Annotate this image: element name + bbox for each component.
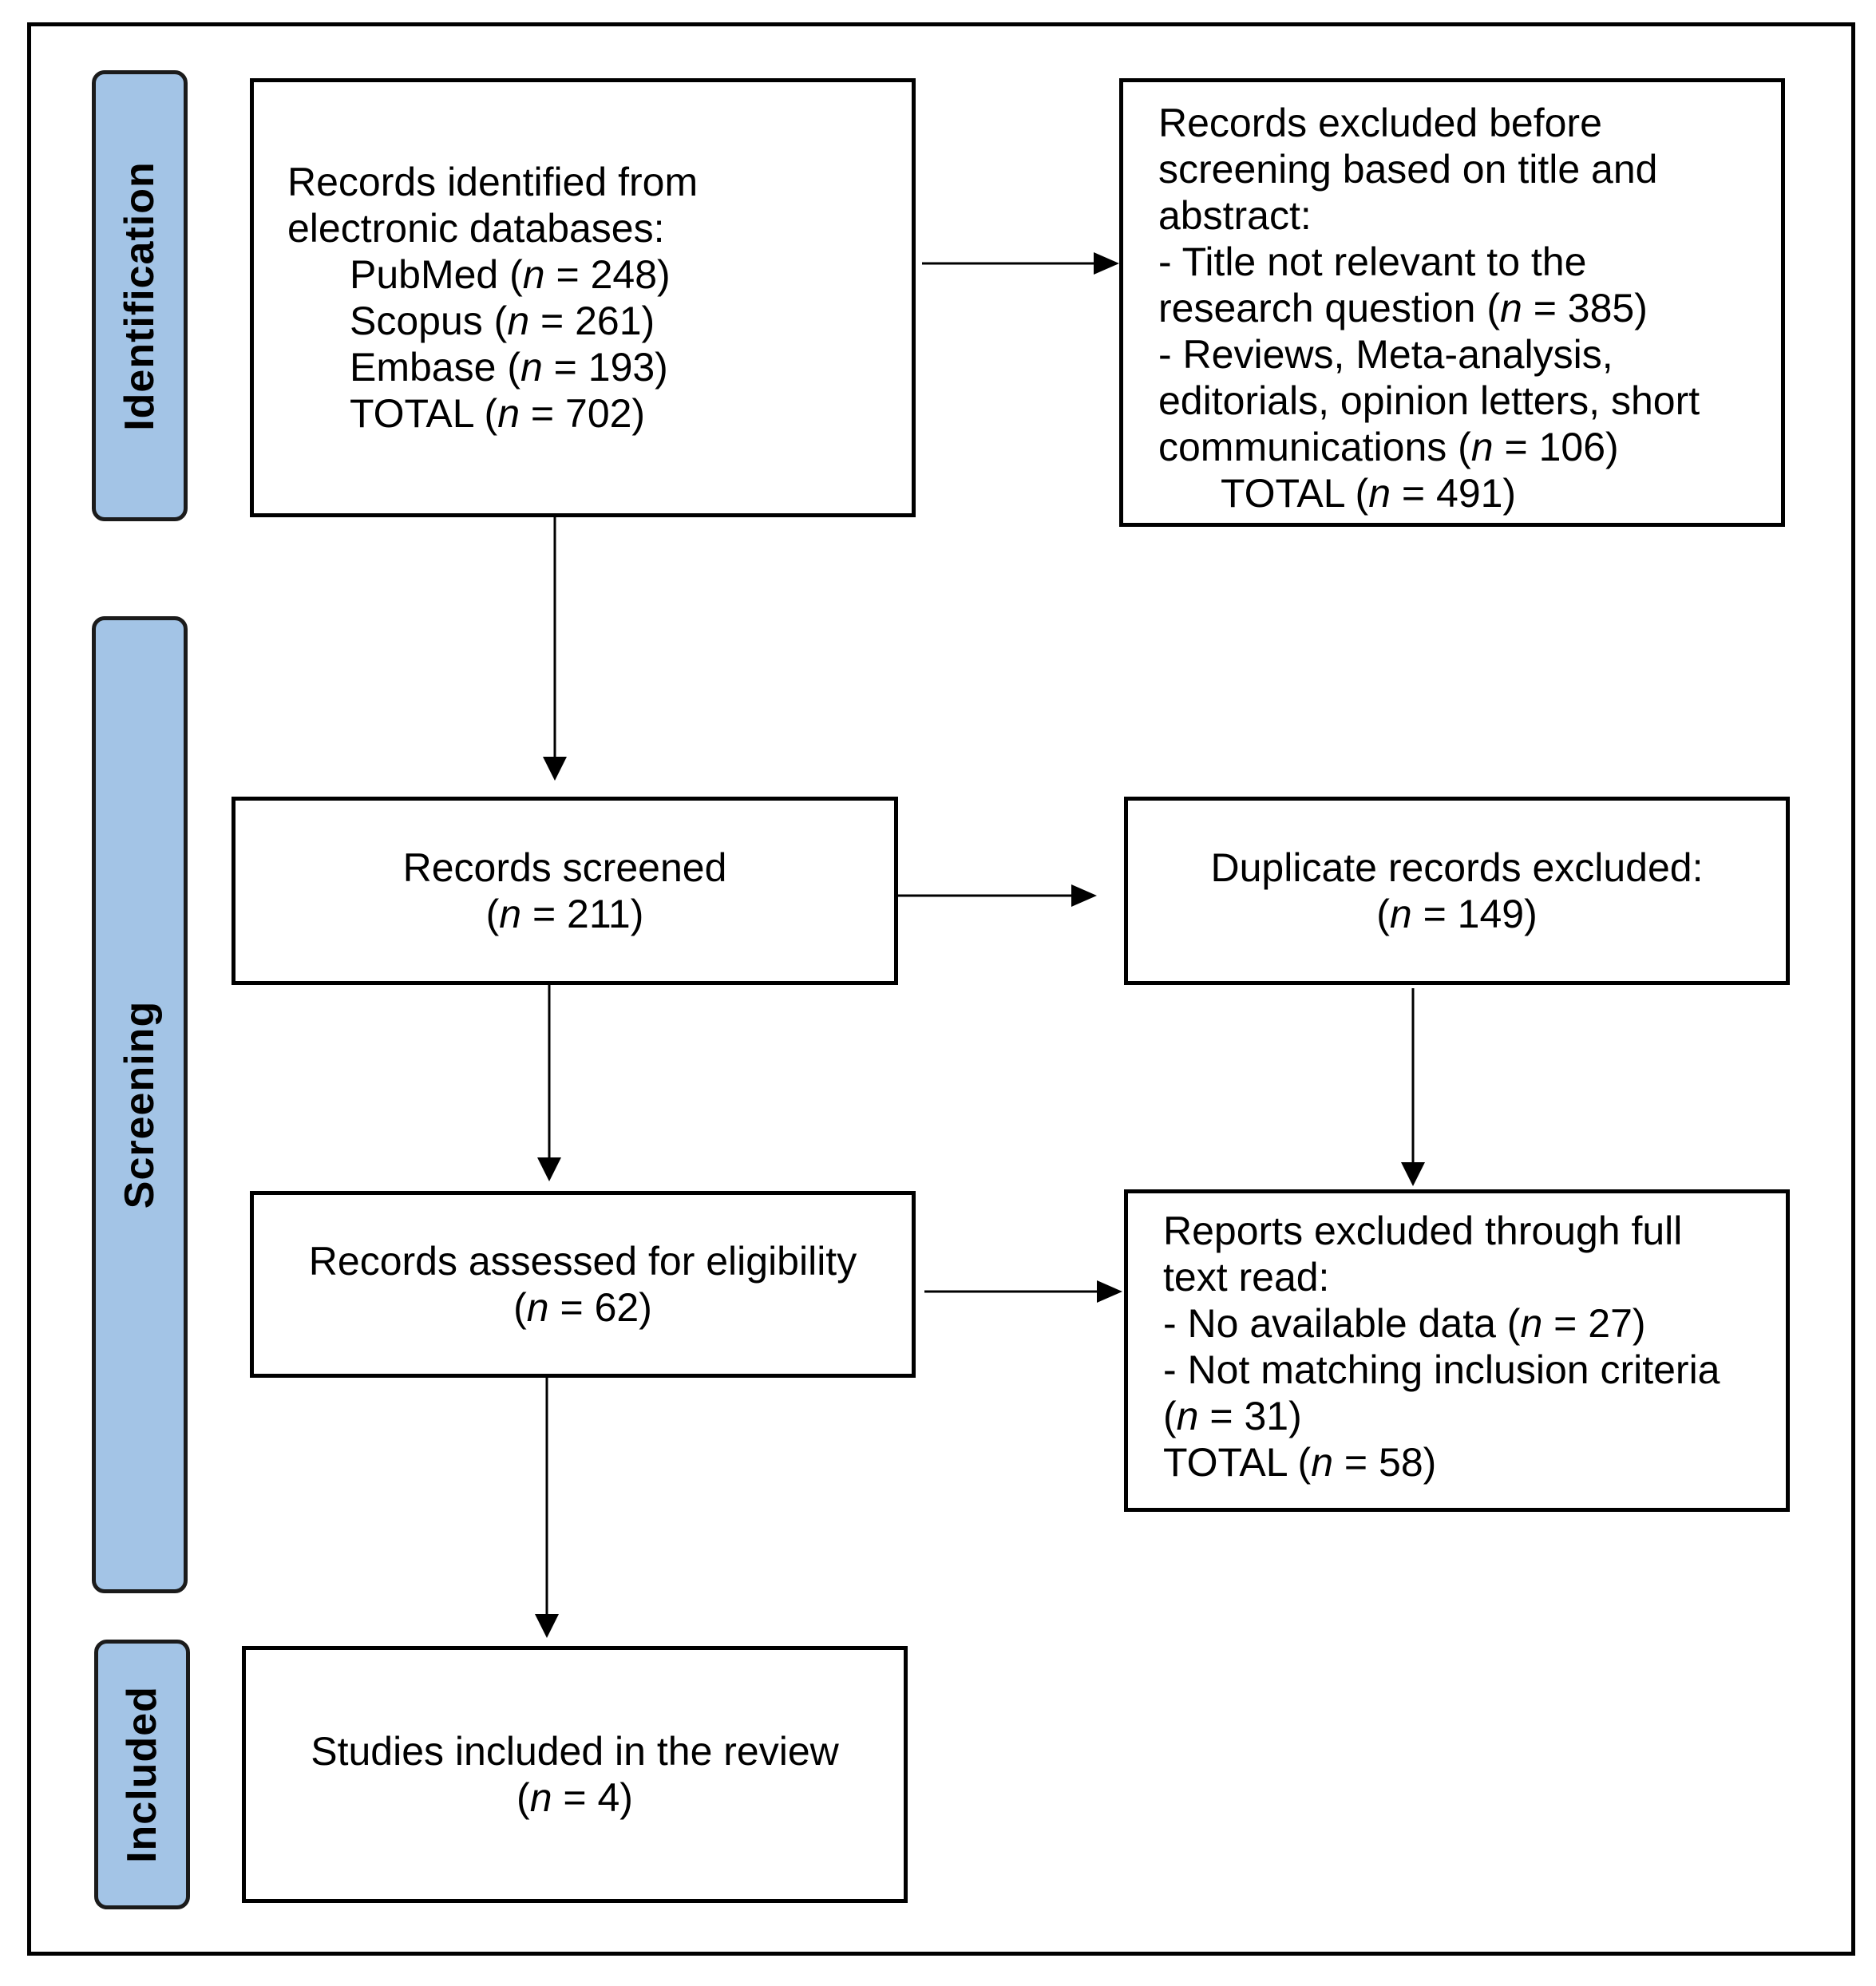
arrowhead-screened-to-assessed: [537, 1157, 561, 1181]
arrowhead-duplicates-to-reports: [1401, 1162, 1425, 1186]
arrowhead-identified-to-excluded: [1094, 252, 1119, 275]
excluded-before-screening-box: Records excluded before screening based …: [1119, 78, 1785, 527]
reports-excluded-line3: - No available data (n = 27): [1163, 1301, 1646, 1346]
assessed-count: (n = 62): [513, 1285, 652, 1330]
records-assessed-box: Records assessed for eligibility (n = 62…: [250, 1191, 916, 1378]
excluded-before-line8: communications (n = 106): [1158, 425, 1619, 469]
reports-excluded-total: TOTAL (n = 58): [1163, 1440, 1437, 1485]
excluded-before-line3: abstract:: [1158, 193, 1312, 238]
reports-excluded-box: Reports excluded through full text read:…: [1124, 1189, 1790, 1512]
phase-identification: Identification: [92, 70, 188, 521]
reports-excluded-line1: Reports excluded through full: [1163, 1209, 1683, 1253]
identified-embase: Embase (n = 193): [350, 345, 668, 390]
reports-excluded-line4: - Not matching inclusion criteria: [1163, 1347, 1720, 1392]
screened-label: Records screened: [402, 845, 727, 890]
arrowhead-identified-to-screened: [543, 757, 567, 781]
duplicates-excluded-box: Duplicate records excluded: (n = 149): [1124, 797, 1790, 985]
phase-screening: Screening: [92, 616, 188, 1593]
excluded-before-line1: Records excluded before: [1158, 101, 1602, 145]
included-label: Studies included in the review: [311, 1729, 839, 1774]
diagram-frame: [27, 22, 1855, 1956]
excluded-before-line4: - Title not relevant to the: [1158, 239, 1587, 284]
reports-excluded-line5: (n = 31): [1163, 1394, 1302, 1438]
arrowhead-assessed-to-included: [535, 1614, 559, 1638]
records-identified-box: Records identified from electronic datab…: [250, 78, 916, 517]
duplicates-count: (n = 149): [1376, 892, 1538, 936]
duplicates-label: Duplicate records excluded:: [1210, 845, 1704, 890]
screened-count: (n = 211): [485, 892, 644, 936]
identified-pubmed: PubMed (n = 248): [350, 252, 671, 297]
identified-line2: electronic databases:: [287, 206, 665, 251]
assessed-label: Records assessed for eligibility: [308, 1239, 857, 1284]
arrowhead-assessed-to-reports: [1097, 1280, 1122, 1303]
records-screened-box: Records screened (n = 211): [232, 797, 898, 985]
included-count: (n = 4): [516, 1775, 633, 1820]
identified-line1: Records identified from: [287, 160, 699, 204]
phase-included: Included: [94, 1640, 190, 1909]
identified-total: TOTAL (n = 702): [350, 391, 646, 436]
reports-excluded-line2: text read:: [1163, 1255, 1330, 1300]
excluded-before-line6: - Reviews, Meta-analysis,: [1158, 332, 1613, 377]
excluded-before-line2: screening based on title and: [1158, 147, 1658, 192]
excluded-before-line7: editorials, opinion letters, short: [1158, 378, 1700, 423]
studies-included-box: Studies included in the review (n = 4): [242, 1646, 908, 1903]
excluded-before-line5: research question (n = 385): [1158, 286, 1648, 330]
excluded-before-total: TOTAL (n = 491): [1221, 471, 1517, 516]
arrowhead-screened-to-duplicates: [1071, 884, 1097, 907]
identified-scopus: Scopus (n = 261): [350, 299, 655, 343]
